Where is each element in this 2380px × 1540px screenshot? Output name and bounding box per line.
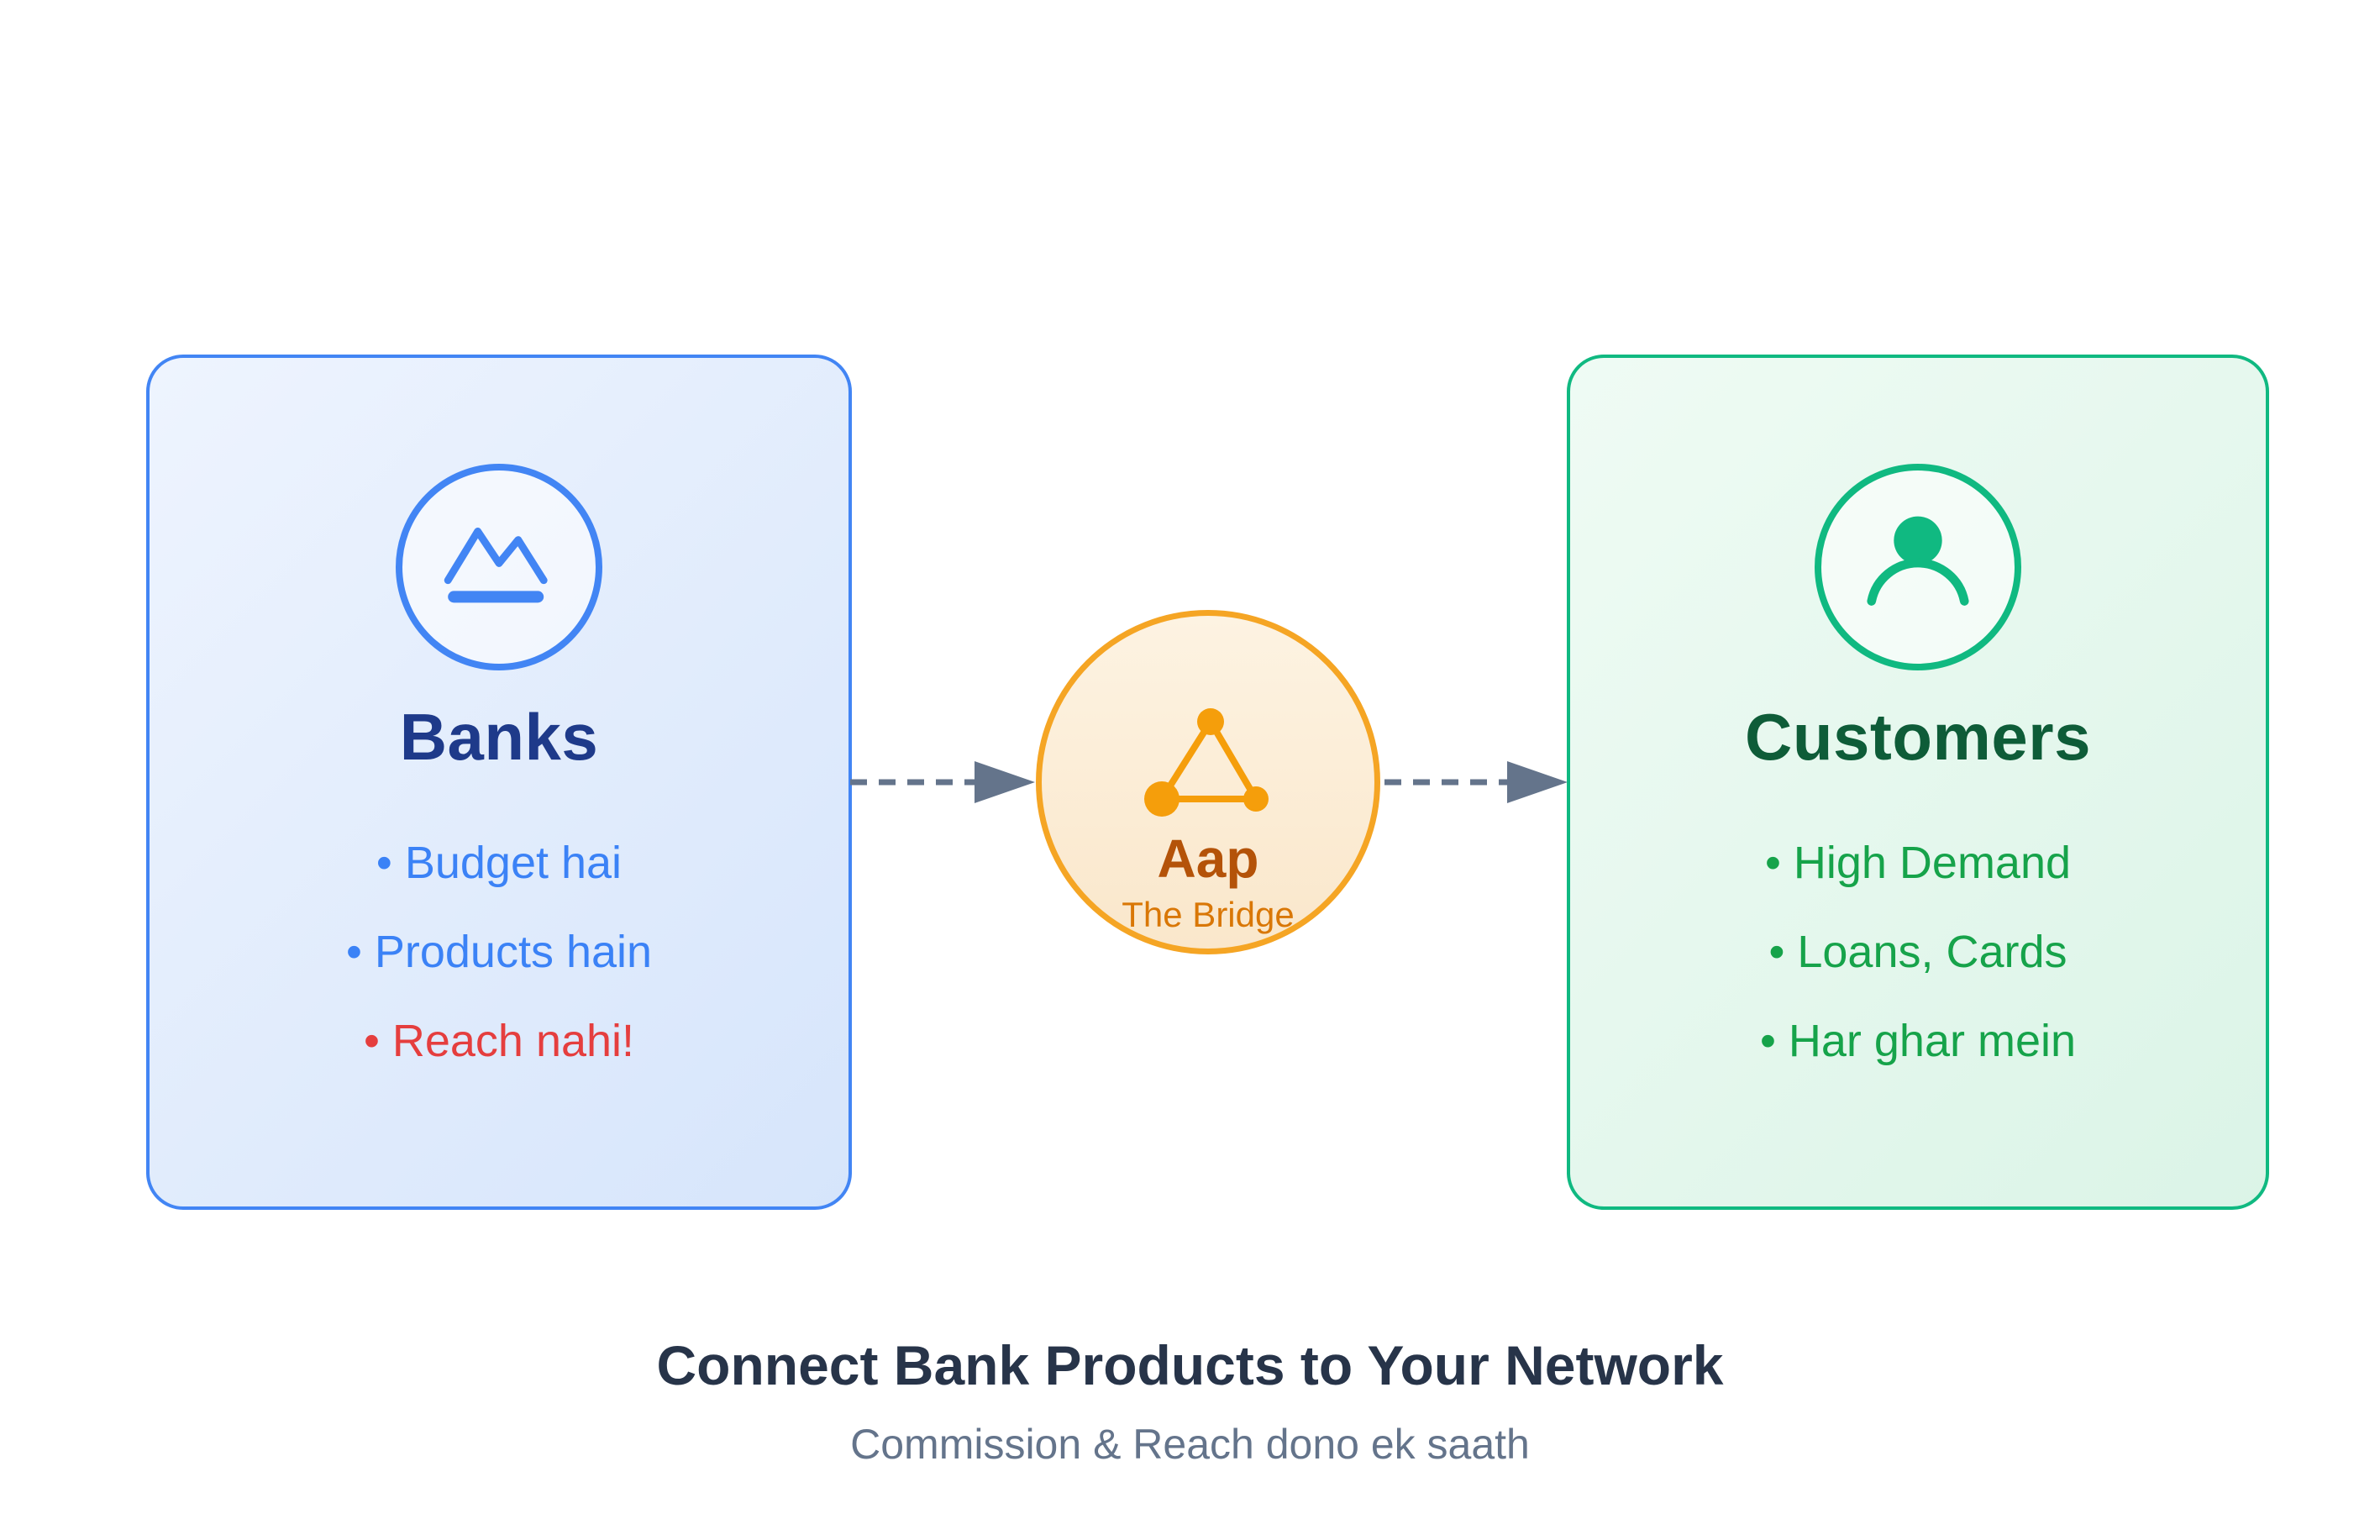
customers-card: Customers • High Demand • Loans, Cards •… xyxy=(1567,355,2269,1210)
list-item: • Budget hai xyxy=(376,838,623,888)
footer-title: Connect Bank Products to Your Network xyxy=(656,1334,1724,1396)
dashed-arrow-right-icon xyxy=(850,761,1035,803)
banks-title: Banks xyxy=(399,700,599,774)
bridge-node: Aap The Bridge xyxy=(1036,610,1380,954)
arrow-bridge-to-customers xyxy=(1384,755,1574,813)
list-item: • Products hain xyxy=(345,927,653,977)
bridge-label: Aap xyxy=(1157,828,1259,889)
banks-list: • Budget hai • Products hain • Reach nah… xyxy=(346,818,652,1085)
banks-icon-circle xyxy=(396,464,602,670)
footer-subtitle: Commission & Reach dono ek saath xyxy=(850,1421,1530,1468)
customers-title: Customers xyxy=(1745,700,2091,774)
banks-card: Banks • Budget hai • Products hain • Rea… xyxy=(146,355,852,1210)
list-item: • Har ghar mein xyxy=(1759,1016,2077,1066)
person-icon xyxy=(1847,494,1989,641)
bank-peaks-icon xyxy=(435,512,563,623)
list-item: • High Demand xyxy=(1764,838,2072,888)
network-triangle-icon xyxy=(1136,700,1280,830)
customers-list: • High Demand • Loans, Cards • Har ghar … xyxy=(1760,818,2076,1085)
arrow-banks-to-bridge xyxy=(847,755,1040,813)
list-item: • Reach nahi! xyxy=(363,1016,635,1066)
dashed-arrow-right-icon xyxy=(1384,761,1568,803)
customers-icon-circle xyxy=(1815,464,2021,670)
list-item: • Loans, Cards xyxy=(1768,927,2067,977)
bridge-sublabel: The Bridge xyxy=(1122,895,1295,934)
